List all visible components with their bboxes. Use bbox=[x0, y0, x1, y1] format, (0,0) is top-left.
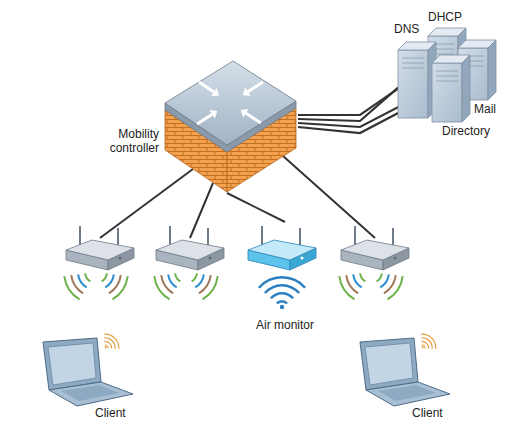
wire bbox=[283, 156, 375, 238]
server-box-shape bbox=[398, 42, 436, 118]
access-points bbox=[63, 226, 409, 300]
mobility-controller: Mobility controller bbox=[163, 55, 298, 193]
wire bbox=[190, 183, 213, 238]
network-link bbox=[227, 193, 285, 222]
node-label: Client bbox=[95, 406, 126, 420]
node-label: DNS bbox=[394, 22, 419, 36]
air-monitor: Air monitor bbox=[237, 222, 333, 334]
access-point bbox=[338, 226, 409, 300]
server-box-shape bbox=[432, 55, 470, 122]
client-laptop: Client bbox=[35, 338, 140, 422]
server-box: DNS bbox=[398, 42, 436, 118]
node-label: Mail bbox=[474, 102, 496, 116]
access-point bbox=[153, 226, 224, 300]
client-laptop: Client bbox=[352, 338, 457, 422]
air-monitor-shape bbox=[237, 222, 327, 334]
node-label: DHCP bbox=[428, 10, 462, 24]
access-point bbox=[63, 226, 134, 300]
node-label: Air monitor bbox=[237, 318, 333, 332]
wire bbox=[100, 169, 193, 238]
node-label: Directory bbox=[442, 124, 490, 138]
node-label: Mobility controller bbox=[97, 127, 159, 155]
mobility-controller-shape bbox=[163, 55, 298, 193]
server-box: Directory bbox=[432, 55, 470, 122]
node-label: Client bbox=[412, 406, 443, 420]
